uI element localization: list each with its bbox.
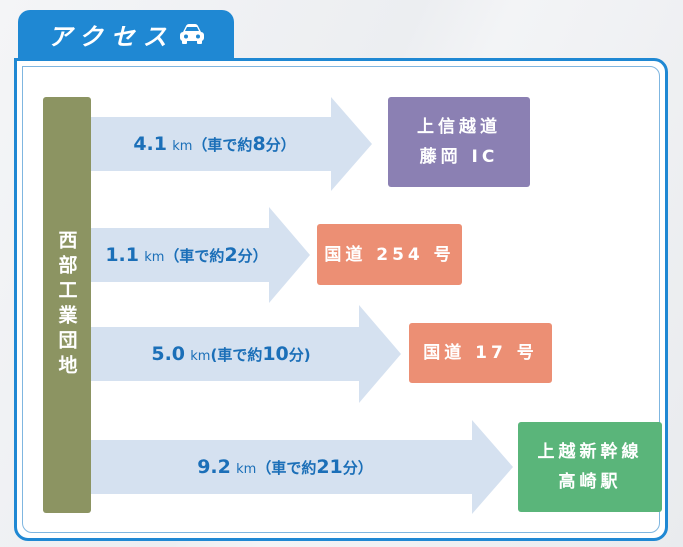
route-unit-1: km [172, 139, 193, 154]
access-panel-inner-border [22, 66, 660, 533]
dest-line1-4: 上越新幹線 [537, 442, 643, 462]
destination-route-254: 国道 254 号 [317, 224, 462, 285]
dest-line1-2: 国道 254 号 [324, 244, 455, 265]
route-post-4: 分） [342, 459, 373, 477]
route-pre-1: （車で約 [192, 136, 253, 154]
route-unit-3: km [190, 349, 211, 364]
route-post-2: 分） [237, 247, 268, 265]
route-post-3: 分) [288, 346, 311, 364]
route-minutes-4: 21 [316, 456, 343, 478]
route-distance-4: 9.2 [197, 456, 231, 478]
route-pre-2: （車で約 [164, 247, 225, 265]
route-minutes-3: 10 [262, 343, 289, 365]
origin-label: 西部工業団地 [55, 230, 78, 380]
route-pre-3: (車で約 [210, 346, 263, 364]
route-unit-2: km [144, 250, 165, 265]
route-distance-2: 1.1 [105, 244, 139, 266]
route-distance-3: 5.0 [151, 343, 186, 365]
car-icon [177, 22, 207, 46]
route-label-4: 9.2 km（車で約21分） [197, 456, 373, 478]
destination-joshinetsu-fujioka-ic: 上信越道 藤岡 IC [388, 97, 530, 187]
destination-route-17: 国道 17 号 [409, 323, 552, 383]
origin-pillar: 西部工業団地 [43, 97, 91, 513]
dest-line2-1: 藤岡 IC [419, 147, 499, 167]
route-post-1: 分） [265, 136, 296, 154]
dest-line1-3: 国道 17 号 [423, 343, 538, 363]
section-title-tab: アクセス [18, 10, 234, 58]
dest-line2-4: 高崎駅 [558, 472, 622, 492]
route-label-1: 4.1 km（車で約8分） [133, 133, 295, 155]
route-pre-4: （車で約 [256, 459, 317, 477]
route-label-3: 5.0 km(車で約10分) [151, 343, 310, 365]
route-unit-4: km [236, 462, 257, 477]
destination-joetsu-shinkansen-takasaki-station: 上越新幹線 高崎駅 [518, 422, 662, 512]
route-minutes-1: 8 [252, 133, 266, 155]
dest-line1-1: 上信越道 [417, 117, 501, 137]
route-label-2: 1.1 km（車で約2分） [105, 244, 267, 266]
section-title: アクセス [48, 22, 175, 51]
route-minutes-2: 2 [224, 244, 238, 266]
route-distance-1: 4.1 [133, 133, 167, 155]
